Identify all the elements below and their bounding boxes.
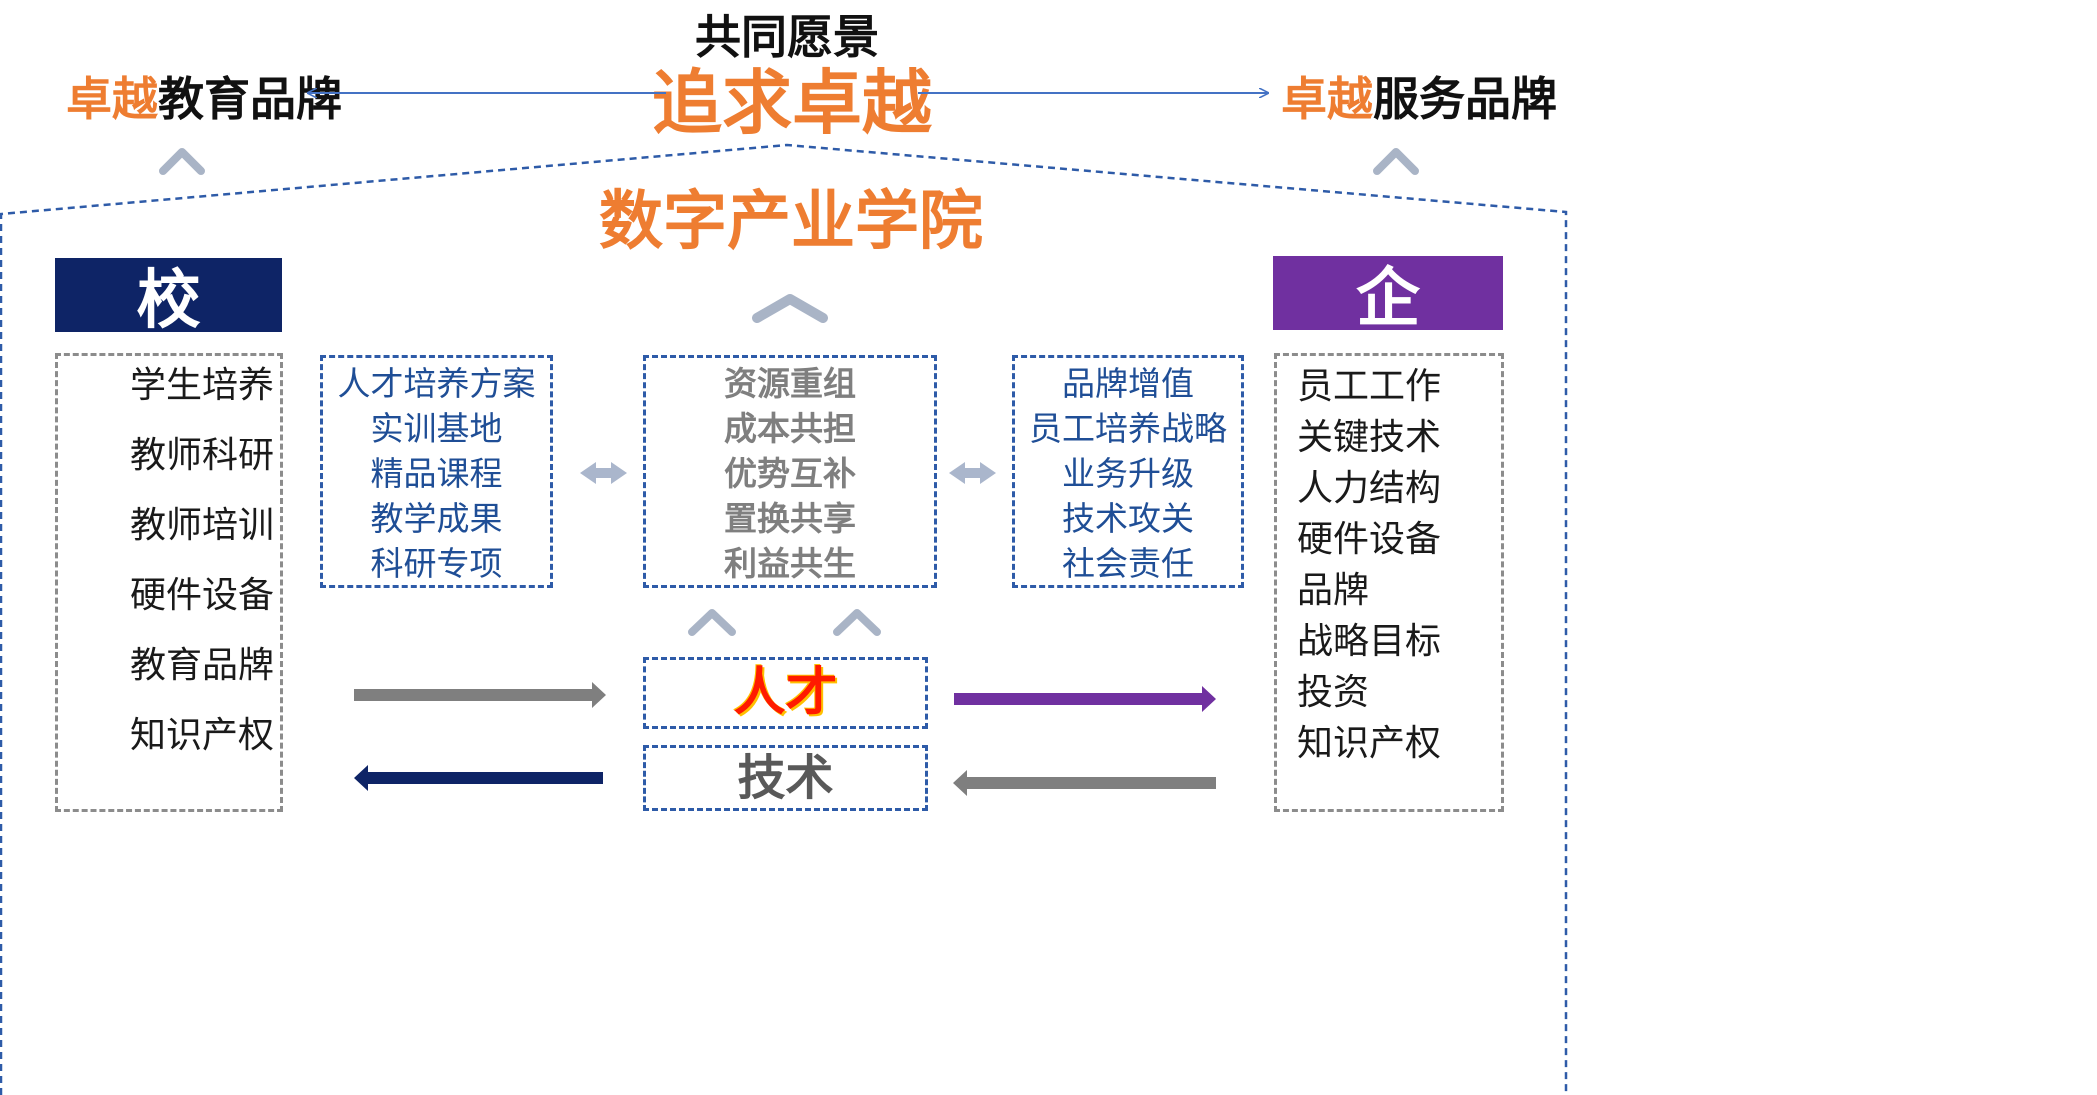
list-item: 技术攻关 (1062, 499, 1194, 538)
list-item: 知识产权 (130, 715, 275, 756)
double-arrow-icon (949, 462, 996, 484)
list-item: 业务升级 (1062, 454, 1194, 493)
pursue-excellence-title: 追求卓越 (652, 62, 932, 144)
list-item: 战略目标 (1297, 621, 1442, 662)
school-resource-list: 学生培养 教师科研 教师培训 硬件设备 教育品牌 知识产权 (130, 368, 274, 754)
chevron-up-icon (833, 609, 881, 636)
list-item: 人力结构 (1297, 468, 1442, 509)
list-item: 资源重组 (724, 364, 856, 403)
list-item: 员工工作 (1297, 366, 1442, 407)
talent-box: 人才 (643, 657, 928, 729)
list-item: 教师科研 (130, 435, 275, 476)
enterprise-header-label: 企 (1356, 262, 1420, 336)
tech-to-school-arrow (354, 765, 603, 791)
enterprise-outputs-box (1012, 355, 1244, 588)
list-item: 关键技术 (1297, 417, 1442, 458)
enterprise-header: 企 (1273, 256, 1503, 336)
enterprise-resource-list: 员工工作 关键技术 人力结构 硬件设备 品牌 战略目标 投资 知识产权 (1297, 369, 1441, 762)
education-brand-text: 教育品牌 (158, 72, 342, 126)
chevron-up-icon (688, 609, 736, 636)
service-brand-text: 服务品牌 (1373, 72, 1557, 126)
school-header: 校 (55, 258, 282, 338)
list-item: 品牌增值 (1062, 364, 1194, 403)
talent-label: 人才 (733, 663, 838, 723)
list-item: 员工培养战略 (1029, 409, 1227, 448)
list-item: 教育品牌 (130, 645, 275, 686)
school-resource-box (55, 353, 283, 812)
academy-roof-outline (0, 143, 1568, 1095)
service-brand-label: 卓越服务品牌 (1281, 76, 1557, 122)
list-item: 人才培养方案 (337, 364, 536, 403)
list-item: 实训基地 (370, 409, 503, 448)
school-to-talent-arrow (354, 682, 606, 708)
school-header-label: 校 (136, 264, 201, 338)
list-item: 知识产权 (1297, 723, 1442, 764)
list-item: 投资 (1297, 672, 1370, 713)
enterprise-outputs-list: 品牌增值 员工培养战略 业务升级 技术攻关 社会责任 (1012, 367, 1244, 580)
education-brand-accent: 卓越 (66, 72, 158, 126)
list-item: 精品课程 (370, 454, 503, 493)
technology-label: 技术 (737, 750, 834, 806)
list-item: 品牌 (1297, 570, 1370, 611)
list-item: 社会责任 (1062, 544, 1194, 583)
school-outputs-list: 人才培养方案 实训基地 精品课程 教学成果 科研专项 (320, 367, 553, 580)
list-item: 科研专项 (370, 544, 503, 583)
education-brand-label: 卓越教育品牌 (66, 76, 342, 122)
double-arrow-icon (580, 462, 627, 484)
shared-vision-label: 共同愿景 (695, 10, 879, 64)
list-item: 置换共享 (724, 499, 856, 538)
list-item: 优势互补 (724, 454, 856, 493)
shared-mechanism-box (643, 355, 937, 588)
list-item: 利益共生 (724, 544, 856, 583)
talent-to-enterprise-arrow (954, 686, 1216, 712)
digital-industry-academy-title: 数字产业学院 (599, 185, 983, 259)
enterprise-to-tech-arrow (953, 770, 1216, 796)
list-item: 硬件设备 (1297, 519, 1442, 560)
service-brand-accent: 卓越 (1281, 72, 1373, 126)
list-item: 教学成果 (370, 499, 503, 538)
enterprise-resource-box (1274, 353, 1504, 812)
list-item: 硬件设备 (130, 575, 275, 616)
list-item: 教师培训 (130, 505, 275, 546)
school-outputs-box (320, 355, 553, 588)
list-item: 成本共担 (724, 409, 856, 448)
shared-mechanism-list: 资源重组 成本共担 优势互补 置换共享 利益共生 (643, 367, 937, 580)
chevron-up-icon (1373, 148, 1419, 175)
list-item: 学生培养 (130, 365, 275, 406)
chevron-up-icon (159, 148, 205, 175)
chevron-up-icon (752, 294, 828, 323)
technology-box: 技术 (643, 745, 928, 811)
